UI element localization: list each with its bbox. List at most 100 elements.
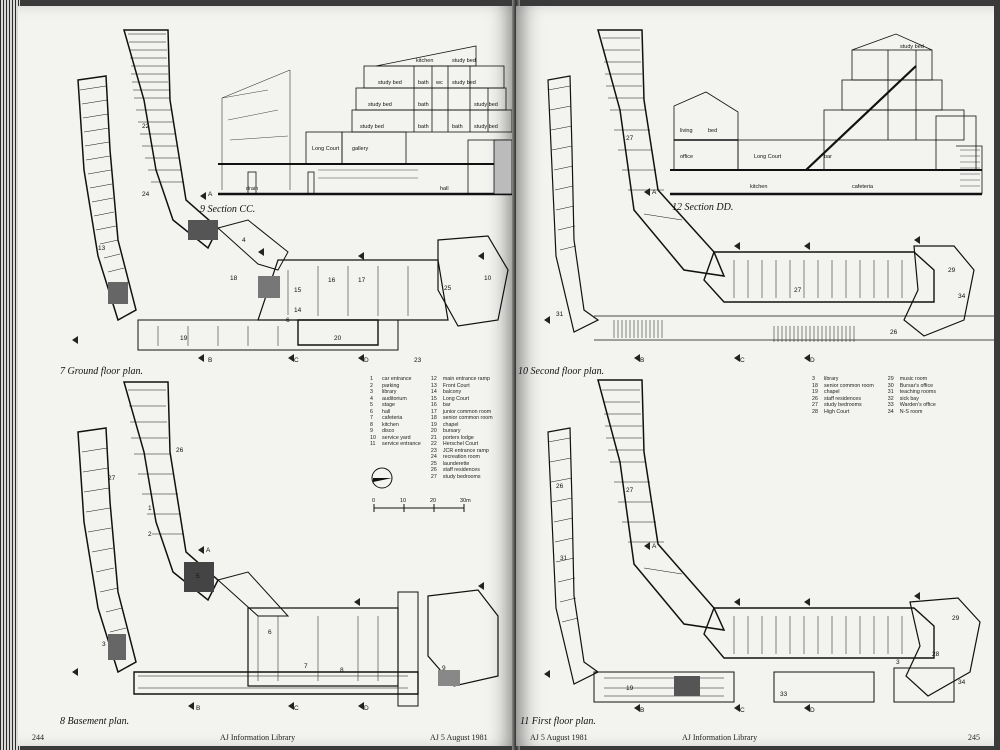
sf-marker-d: D	[810, 357, 815, 364]
bp-marker-c: C	[294, 705, 299, 712]
section-label-bath-2: bath	[418, 80, 429, 86]
page-number-left: 244	[32, 733, 44, 742]
section-label-long-court: Long Court	[312, 146, 340, 152]
section-label-long-court-dd: Long Court	[754, 154, 782, 160]
running-head-left: AJ Information Library	[220, 733, 296, 742]
left-page: kitchen study bed study bed bath wc stud…	[18, 6, 516, 746]
page-number-right: 245	[968, 733, 980, 742]
scale-label-0: 0	[372, 498, 375, 504]
ff-marker-c: C	[740, 707, 745, 714]
bp-room-7: 7	[304, 663, 308, 670]
section-dd-drawing: living bed study bed office Long Court b…	[670, 33, 983, 196]
section-label-study-bed-top: study bed	[452, 58, 476, 64]
section-label-wc: wc	[435, 80, 443, 86]
issue-date-left: AJ 5 August 1981	[430, 733, 488, 742]
section-label-hall: hall	[440, 186, 449, 192]
gf-marker-d: D	[364, 357, 369, 364]
gf-marker-b: B	[208, 357, 212, 364]
bp-room-8: 8	[340, 667, 344, 674]
gf-room-14: 14	[294, 307, 302, 314]
sf-room-27: 27	[626, 135, 634, 142]
section-label-bath-4: bath	[418, 124, 429, 130]
north-arrow-and-scale: 0 10 20 30m	[371, 467, 471, 512]
section-label-study-bed-5: study bed	[474, 102, 498, 108]
gf-room-17: 17	[358, 277, 366, 284]
first-floor-plan: A B C D 26 27 31 19 28 29 34 33 3	[544, 379, 981, 714]
gf-room-23: 23	[414, 357, 422, 364]
caption-section-cc: 9 Section CC.	[200, 204, 256, 215]
section-label-study-bed-2: study bed	[378, 80, 402, 86]
ff-room-3: 3	[896, 659, 900, 666]
bp-room-2: 2	[148, 531, 152, 538]
gf-marker-a: A	[208, 191, 213, 198]
gf-room-10: 10	[484, 275, 492, 282]
section-label-office: office	[680, 154, 693, 160]
issue-date-right: AJ 5 August 1981	[530, 733, 588, 742]
section-label-drain: drain	[246, 186, 258, 192]
running-head-right: AJ Information Library	[682, 733, 758, 742]
section-label-study-bed-dd: study bed	[900, 44, 924, 50]
bp-room-1: 1	[148, 505, 152, 512]
scale-bar	[373, 504, 465, 512]
ff-marker-b: B	[640, 707, 644, 714]
gf-room-22: 22	[142, 123, 150, 130]
gf-room-4: 4	[242, 237, 246, 244]
gf-room-25: 25	[444, 285, 452, 292]
bp-room-3: 3	[102, 641, 106, 648]
sf-room-29: 29	[948, 267, 956, 274]
section-cc-drawing: kitchen study bed study bed bath wc stud…	[218, 45, 516, 196]
section-label-kitchen-dd: kitchen	[750, 184, 767, 190]
caption-basement: 8 Basement plan.	[60, 716, 130, 727]
section-label-study-bed-6: study bed	[360, 124, 384, 130]
caption-section-dd: 12 Section DD.	[672, 202, 734, 213]
section-label-study-bed-7: study bed	[474, 124, 498, 130]
section-label-kitchen: kitchen	[416, 58, 433, 64]
section-label-living: living	[680, 128, 693, 134]
gf-room-20: 20	[334, 335, 342, 342]
ff-room-28: 28	[932, 651, 940, 658]
section-label-cafeteria: cafeteria	[852, 184, 874, 190]
section-label-bed: bed	[708, 128, 717, 134]
ff-room-19: 19	[626, 685, 634, 692]
caption-first-floor: 11 First floor plan.	[520, 716, 596, 727]
ff-room-34: 34	[958, 679, 966, 686]
bp-room-6: 6	[268, 629, 272, 636]
gf-room-6: 6	[286, 317, 290, 324]
ff-room-29: 29	[952, 615, 960, 622]
gf-room-18: 18	[230, 275, 238, 282]
basement-plan: A B C D 27 26 1 2 3 5 6 8 7 9	[72, 381, 499, 712]
sf-room-34: 34	[958, 293, 966, 300]
bp-marker-a: A	[206, 547, 211, 554]
gf-room-15: 15	[294, 287, 302, 294]
section-label-gallery: gallery	[352, 146, 368, 152]
gf-marker-c: C	[294, 357, 299, 364]
section-label-study-bed-4: study bed	[368, 102, 392, 108]
scale-label-30m: 30m	[460, 498, 471, 504]
sf-room-31: 31	[556, 311, 564, 318]
page-stack-edge	[0, 0, 20, 750]
sf-marker-c: C	[740, 357, 745, 364]
second-floor-plan: A B C D 27 27 31 29 34 26	[544, 29, 994, 364]
sf-room-27b: 27	[794, 287, 802, 294]
bp-marker-d: D	[364, 705, 369, 712]
gf-room-24: 24	[142, 191, 150, 198]
scale-label-20: 20	[430, 498, 436, 504]
bp-room-26: 26	[176, 447, 184, 454]
north-arrow-icon	[371, 467, 393, 489]
gf-room-13: 13	[98, 245, 106, 252]
ff-room-33: 33	[780, 691, 788, 698]
bp-room-27a: 27	[108, 475, 116, 482]
ff-room-26: 26	[556, 483, 564, 490]
ground-floor-plan: A B C D 22 24 13 4 18 15 16 17 14 6 25 1…	[72, 29, 509, 364]
sf-room-26: 26	[890, 329, 898, 336]
bp-marker-b: B	[196, 705, 200, 712]
section-label-study-bed-3: study bed	[452, 80, 476, 86]
ff-room-27: 27	[626, 487, 634, 494]
section-label-bar: bar	[824, 154, 832, 160]
